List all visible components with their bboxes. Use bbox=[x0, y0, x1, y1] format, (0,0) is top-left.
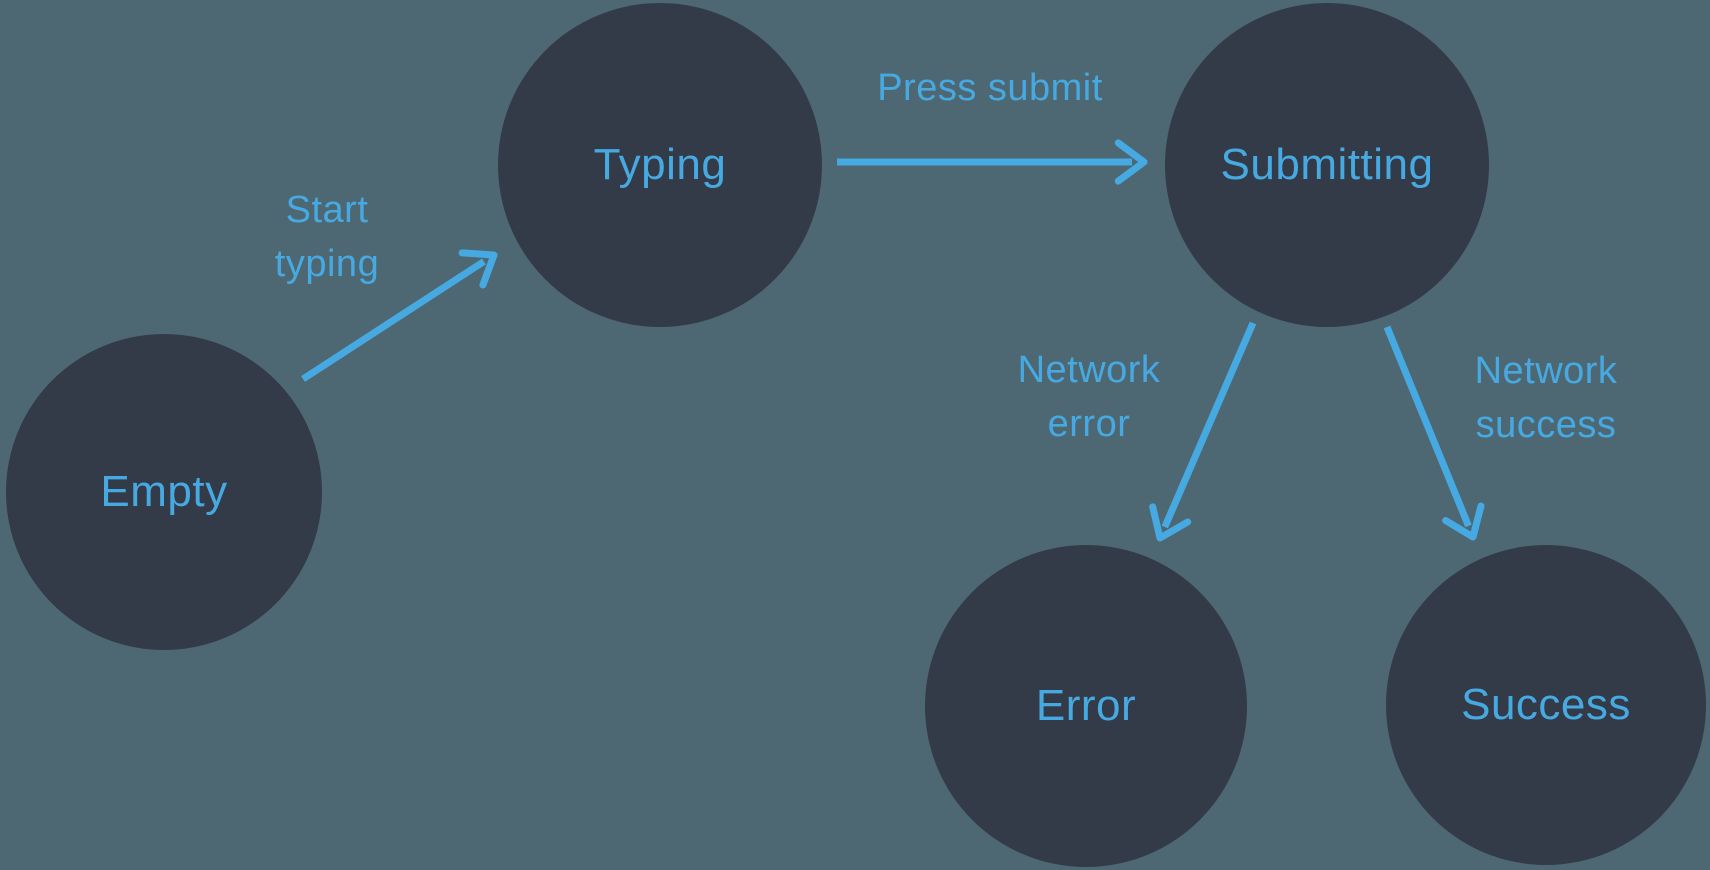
transition-arrow-network-error bbox=[1149, 321, 1257, 542]
arrowhead-icon bbox=[1149, 503, 1192, 542]
state-node-error-label: Error bbox=[1035, 681, 1137, 730]
state-node-empty: Empty bbox=[6, 334, 322, 650]
state-node-success: Success bbox=[1386, 545, 1706, 865]
arrowhead-icon bbox=[458, 249, 498, 289]
arrowhead-icon bbox=[1114, 139, 1148, 185]
state-node-submitting: Submitting bbox=[1165, 3, 1489, 327]
state-node-submitting-label: Submitting bbox=[1220, 140, 1434, 189]
arrow-shaft bbox=[301, 258, 486, 382]
arrowhead-icon bbox=[1442, 502, 1485, 541]
arrow-shaft bbox=[1161, 321, 1257, 529]
transition-label-network-error: Network error bbox=[1017, 349, 1161, 445]
transition-arrow-network-success bbox=[1383, 325, 1485, 541]
state-node-typing: Typing bbox=[498, 3, 822, 327]
transition-arrow-press-submit bbox=[837, 139, 1148, 185]
transition-label-start-typing: Start typing bbox=[274, 189, 380, 285]
state-node-error: Error bbox=[925, 545, 1247, 867]
arrow-shaft bbox=[1383, 325, 1472, 528]
state-node-empty-label: Empty bbox=[100, 467, 228, 516]
transition-label-network-success: Network success bbox=[1474, 350, 1618, 446]
transition-arrow-start-typing bbox=[301, 249, 498, 382]
transition-label-press-submit: Press submit bbox=[877, 67, 1103, 109]
state-node-typing-label: Typing bbox=[593, 140, 727, 189]
state-node-success-label: Success bbox=[1461, 680, 1631, 729]
